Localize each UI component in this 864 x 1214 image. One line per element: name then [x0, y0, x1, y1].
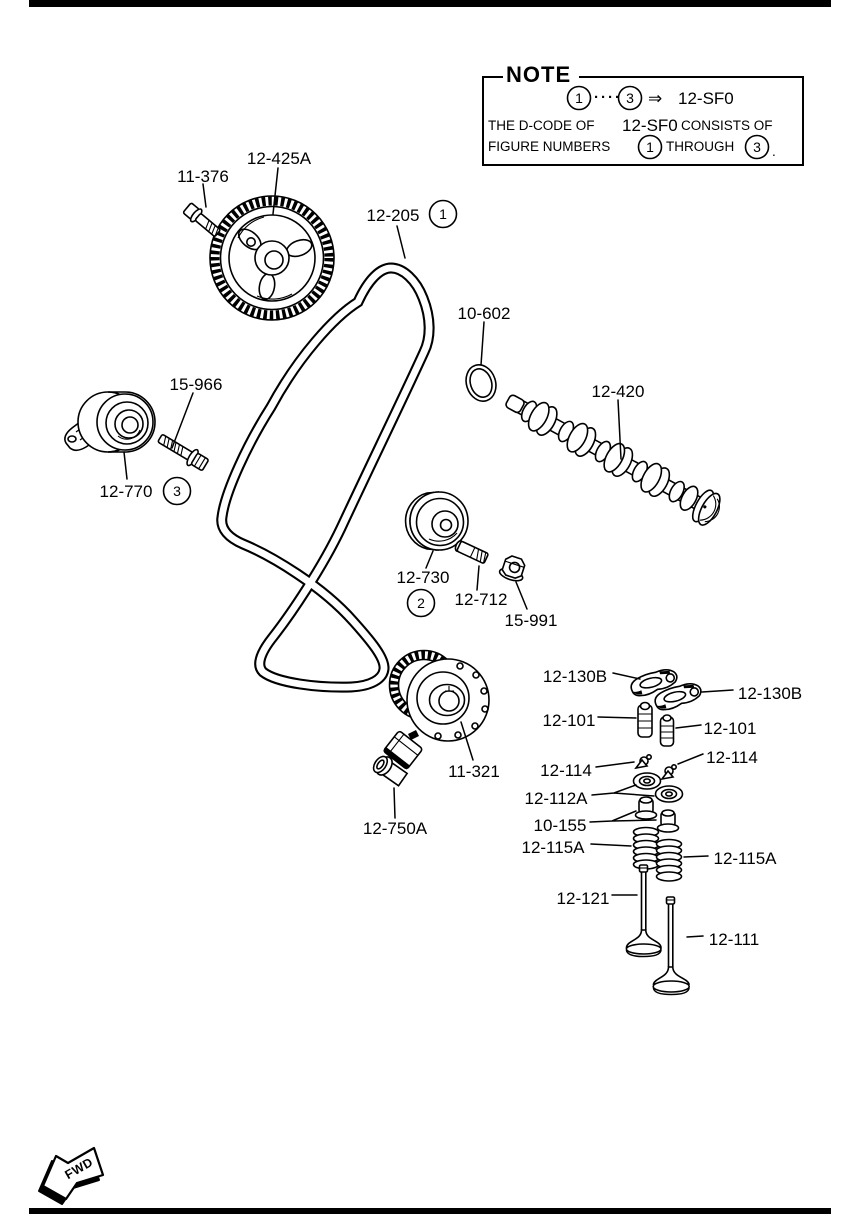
part-labels: 11-376 12-425A 12-205 10-602 12-420 15-9… [100, 149, 803, 949]
note-line3-mid: THROUGH [666, 139, 734, 154]
badge-3-number: 3 [173, 483, 181, 499]
valve-spring-right-part [655, 838, 683, 882]
rocker-arm-left-part [630, 668, 678, 697]
note-line2-code: 12-SF0 [622, 116, 678, 135]
label-crank-sprocket: 11-321 [448, 762, 500, 781]
rocker-arm-right-part [654, 682, 702, 711]
spring-retainer-right-part [654, 785, 684, 803]
badge-1-number: 1 [439, 206, 447, 222]
label-valve-spring-left: 12-115A [521, 838, 585, 857]
cam-bolt-part [182, 202, 221, 238]
spring-retainer-left-part [632, 772, 662, 790]
note-line3-circle1-icon [637, 134, 663, 160]
cam-gear-part [209, 195, 335, 321]
note-code: 12-SF0 [678, 89, 734, 108]
idler-pulley-part [404, 491, 469, 551]
note-line3-end: . [772, 144, 776, 159]
label-camshaft: 12-420 [592, 382, 645, 401]
label-idler-nut: 15-991 [505, 611, 558, 630]
label-rocker-arm-right: 12-130B [738, 684, 802, 703]
crank-sprocket-part [388, 649, 490, 742]
note-title: NOTE [506, 62, 571, 87]
note-line2-pre: THE D-CODE OF [488, 118, 595, 133]
note-figure1-circle-icon [566, 85, 592, 111]
note-arrow-icon: ⇒ [648, 89, 662, 108]
note-figure3-circle-icon [617, 85, 643, 111]
note-dots: ···· [594, 89, 622, 106]
valve-keeper-right-part [660, 764, 678, 781]
belt-tensioner-part [64, 391, 156, 453]
label-exhaust-valve: 12-111 [709, 930, 759, 949]
intake-valve-part [625, 864, 662, 958]
note-line3-pre: FIGURE NUMBERS [488, 139, 610, 154]
camshaft-part [505, 394, 721, 526]
label-spring-retainer: 12-112A [524, 789, 588, 808]
label-auto-tensioner: 12-750A [363, 819, 428, 838]
label-lash-adjuster-left: 12-101 [543, 711, 596, 730]
label-lash-adjuster-right: 12-101 [704, 719, 757, 738]
valve-seal-right-part [656, 809, 680, 833]
note-line3-num1: 1 [646, 139, 654, 155]
bottom-frame-bar [29, 1208, 831, 1214]
label-valve-keeper-left: 12-114 [540, 761, 592, 780]
label-timing-belt: 12-205 [367, 206, 420, 225]
valve-spring-left-part [632, 826, 660, 870]
valve-keeper-left-part [634, 754, 653, 770]
lash-adjuster-right-part [659, 714, 675, 747]
idler-stud-part [454, 540, 489, 564]
top-frame-bar [29, 0, 831, 7]
fwd-arrow-face [41, 1146, 105, 1201]
badge-1-circle-icon [428, 199, 458, 229]
tensioner-bolt-part [157, 434, 209, 471]
note-box: NOTE 1 ···· 3 ⇒ 12-SF0 THE D-CODE OF 12-… [482, 62, 804, 166]
exhaust-valve-part [652, 896, 691, 996]
lash-adjuster-left-part [637, 701, 653, 738]
label-valve-seal: 10-155 [534, 816, 587, 835]
note-figure3-number: 3 [626, 90, 634, 106]
label-rocker-arm-left: 12-130B [543, 667, 607, 686]
note-line3-circle3-icon [744, 134, 770, 160]
badge-2-number: 2 [417, 595, 425, 611]
figure-badges: 1 2 3 [162, 199, 458, 618]
note-line3-num3: 3 [753, 139, 761, 155]
label-tensioner-bolt: 15-966 [170, 375, 223, 394]
valve-seal-left-part [634, 796, 658, 820]
auto-tensioner-part [372, 730, 423, 787]
cam-seal-part [465, 364, 497, 402]
label-cam-bolt: 11-376 [177, 167, 229, 186]
idler-nut-part [498, 555, 526, 582]
label-cam-seal: 10-602 [458, 304, 511, 323]
timing-belt-part [216, 262, 435, 693]
badge-3-circle-icon [162, 476, 192, 506]
label-valve-keeper-right: 12-114 [706, 748, 758, 767]
leader-lines [123, 167, 734, 938]
fwd-arrow: FWD [38, 1146, 105, 1205]
note-line2-post: CONSISTS OF [681, 118, 773, 133]
note-figure1-number: 1 [575, 90, 583, 106]
label-idler-pulley: 12-730 [397, 568, 450, 587]
label-idler-stud: 12-712 [455, 590, 508, 609]
label-intake-valve: 12-121 [557, 889, 610, 908]
badge-2-circle-icon [406, 588, 436, 618]
label-cam-gear: 12-425A [247, 149, 312, 168]
label-valve-spring-right: 12-115A [713, 849, 777, 868]
label-belt-tensioner: 12-770 [100, 482, 153, 501]
